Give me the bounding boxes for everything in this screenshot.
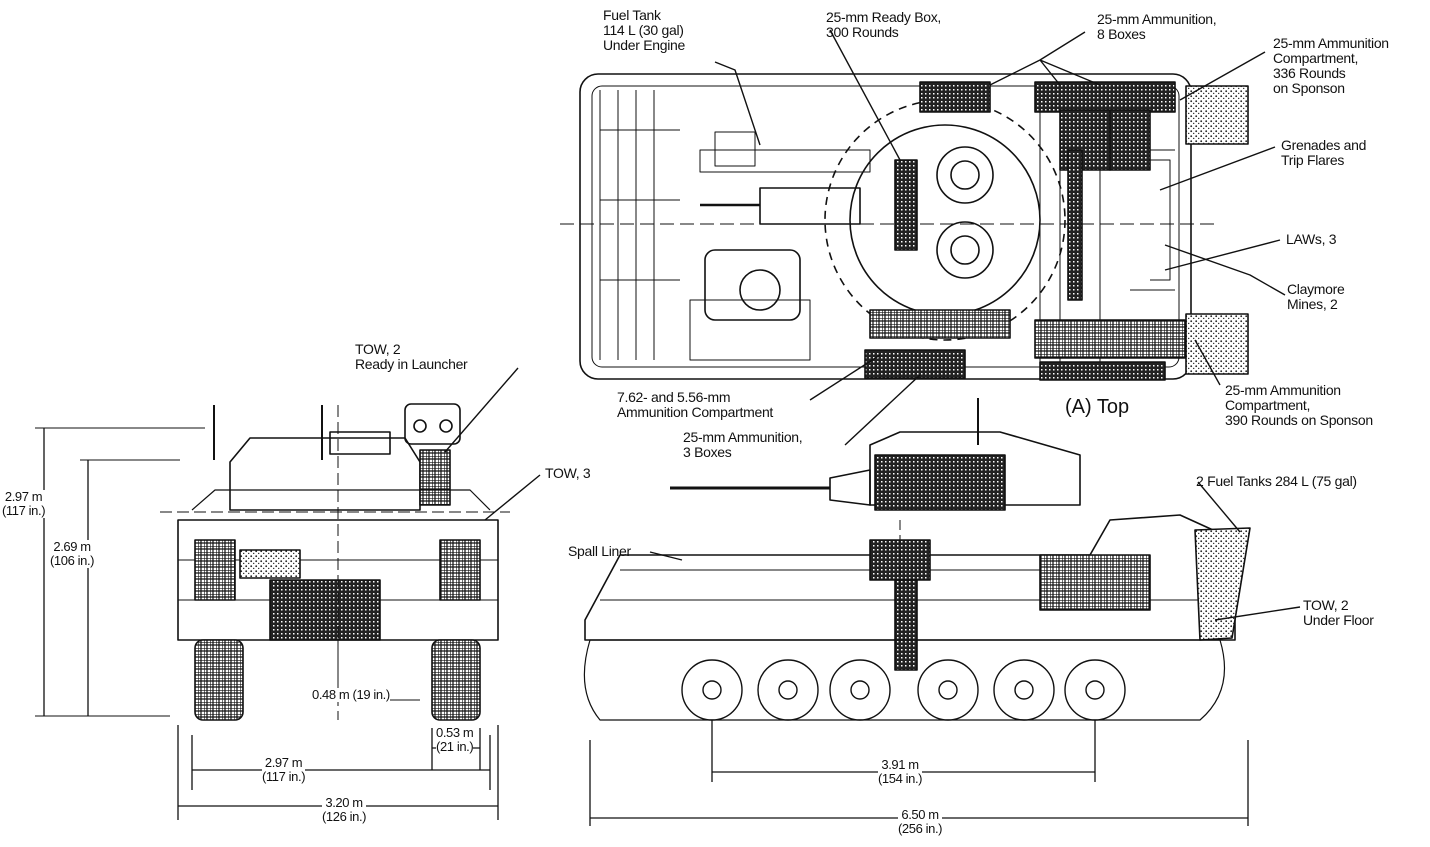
- overall-width-dim: 3.20 m (126 in.): [322, 795, 367, 824]
- laws-label: LAWs, 3: [1286, 231, 1337, 247]
- spall-liner-label: Spall Liner: [568, 543, 631, 559]
- height-hull-dim: 2.69 m (106 in.): [50, 539, 95, 568]
- fuel-tank-label: Fuel Tank 114 L (30 gal) Under Engine: [603, 7, 686, 53]
- height-total-dim: 2.97 m (117 in.): [2, 489, 46, 518]
- leader-lines: [444, 29, 1301, 621]
- side-view: [583, 398, 1251, 721]
- track-span-dim: 2.97 m (117 in.): [262, 755, 306, 784]
- track-width-dim: 0.53 m (21 in.): [436, 725, 474, 754]
- grenades-label: Grenades and Trip Flares: [1281, 137, 1367, 168]
- claymore-label: Claymore Mines, 2: [1287, 281, 1345, 312]
- fuel-tanks-2-label: 2 Fuel Tanks 284 L (75 gal): [1196, 473, 1357, 489]
- ammo-8-boxes-label: 25-mm Ammunition, 8 Boxes: [1097, 11, 1217, 42]
- ammo-3-boxes-label: 25-mm Ammunition, 3 Boxes: [683, 429, 803, 460]
- ground-clearance-dim: 0.48 m (19 in.): [312, 687, 390, 702]
- ammo-390-label: 25-mm Ammunition Compartment, 390 Rounds…: [1225, 382, 1373, 428]
- top-view: [560, 73, 1249, 381]
- small-arms-ammo-label: 7.62- and 5.56-mm Ammunition Compartment: [617, 389, 774, 420]
- tow-3-label: TOW, 3: [545, 465, 591, 481]
- front-view: [160, 403, 510, 721]
- tow-launcher-label: TOW, 2 Ready in Launcher: [355, 341, 468, 372]
- tow-under-floor-label: TOW, 2 Under Floor: [1303, 597, 1374, 628]
- wheelbase-dim: 3.91 m (154 in.): [878, 757, 923, 786]
- dimension-lines: [35, 427, 1249, 826]
- top-view-title: (A) Top: [1065, 396, 1130, 418]
- ready-box-label: 25-mm Ready Box, 300 Rounds: [826, 9, 942, 40]
- ammo-336-label: 25-mm Ammunition Compartment, 336 Rounds…: [1273, 35, 1389, 96]
- overall-length-dim: 6.50 m (256 in.): [898, 807, 943, 836]
